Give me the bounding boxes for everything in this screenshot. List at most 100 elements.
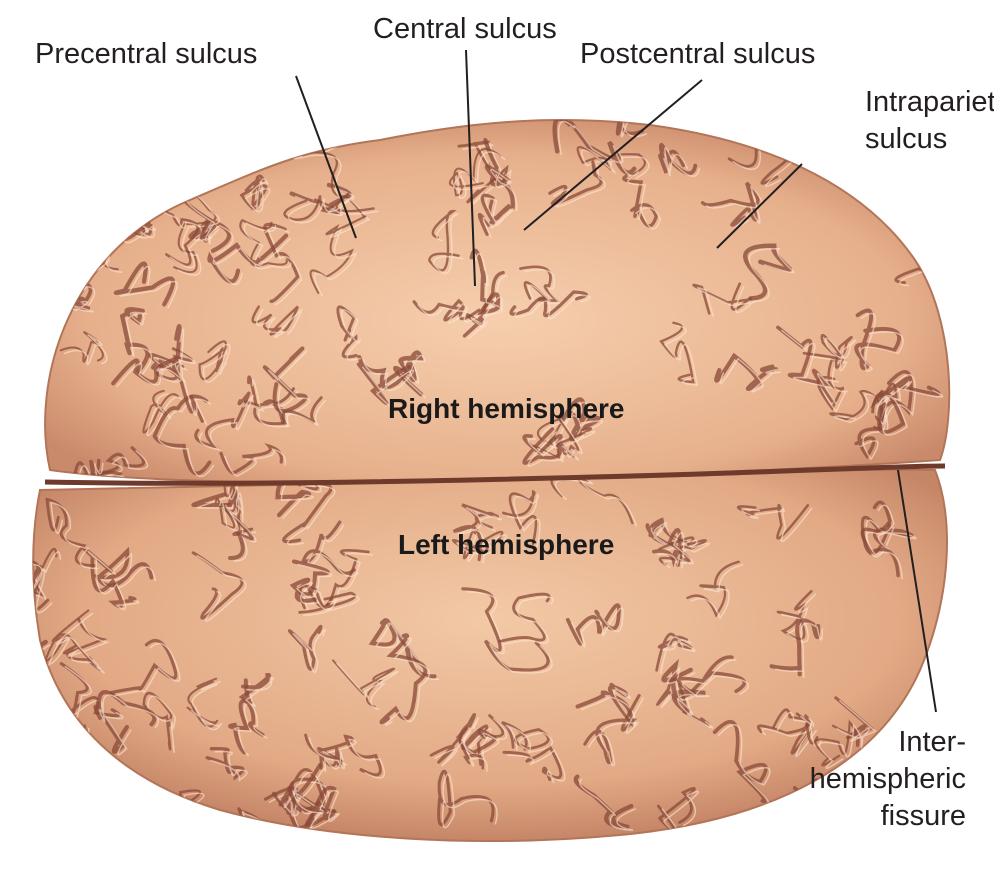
- gyrus-highlight: [161, 350, 197, 383]
- gyrus-highlight: [75, 450, 149, 483]
- sulcus-groove: [45, 202, 60, 259]
- gyrus-highlight: [210, 750, 248, 782]
- gyrus-highlight: [292, 628, 326, 673]
- gyrus-highlight: [696, 285, 756, 317]
- sulcus-groove: [820, 333, 853, 369]
- gyrus-highlight: [717, 724, 771, 805]
- leader-precentral: [295, 75, 357, 239]
- gyrus-highlight: [244, 178, 271, 213]
- sulcus-groove: [287, 785, 338, 828]
- gyrus-highlight: [482, 197, 515, 239]
- label-intraparietal-line2: sulcus: [865, 123, 948, 155]
- gyrus-highlight: [153, 356, 208, 425]
- sulcus-groove: [449, 147, 502, 197]
- gyrus-highlight: [659, 636, 696, 675]
- sulcus-groove: [70, 446, 145, 483]
- gyrus-highlight: [453, 151, 506, 199]
- gyrus-highlight: [146, 393, 183, 437]
- sulcus-groove: [309, 215, 367, 294]
- sulcus-groove: [56, 129, 102, 157]
- sulcus-groove: [59, 330, 104, 363]
- gyrus-highlight: [571, 607, 624, 648]
- gyrus-highlight: [839, 700, 877, 750]
- gyrus-highlight: [805, 796, 849, 835]
- gyrus-highlight: [268, 350, 311, 415]
- sulcus-groove: [33, 547, 58, 619]
- sulcus-groove: [802, 351, 845, 411]
- gyrus-highlight: [456, 532, 507, 563]
- gyrus-highlight: [682, 659, 750, 697]
- gyrus-highlight: [781, 593, 817, 643]
- gyrus-highlight: [268, 226, 303, 306]
- gyrus-highlight: [87, 462, 126, 483]
- sulcus-groove: [814, 719, 858, 767]
- leader-intraparietal: [716, 163, 803, 249]
- gyrus-highlight: [434, 730, 488, 772]
- sulcus-groove: [452, 503, 499, 562]
- gyrus-highlight: [878, 380, 944, 436]
- gyrus-highlight: [557, 121, 639, 177]
- sulcus-groove: [287, 624, 323, 671]
- right-hemisphere-shape: [44, 119, 951, 484]
- label-fissure-line2: hemispheric: [809, 763, 966, 795]
- sulcus-groove: [125, 120, 174, 144]
- gyrus-highlight: [196, 555, 247, 622]
- gyrus-highlight: [116, 328, 185, 388]
- sulcus-groove: [93, 690, 157, 754]
- leader-central: [465, 49, 476, 287]
- sulcus-groove: [769, 618, 821, 677]
- gyrus-highlight: [199, 394, 255, 451]
- gyrus-highlight: [61, 133, 105, 159]
- sulcus-groove: [54, 723, 87, 757]
- sulcus-groove: [120, 809, 194, 842]
- sulcus-groove: [82, 546, 137, 609]
- gyrus-highlight: [514, 294, 591, 320]
- gyrus-highlight: [218, 485, 240, 532]
- sulcus-groove: [305, 120, 349, 151]
- gyrus-highlight: [774, 622, 823, 678]
- gyrus-highlight: [650, 521, 693, 552]
- sulcus-groove: [76, 826, 108, 842]
- gyrus-highlight: [505, 724, 554, 754]
- label-precentral-sulcus: Precentral sulcus: [35, 38, 258, 70]
- gyrus-highlight: [70, 286, 96, 313]
- gyrus-highlight: [125, 813, 196, 842]
- sulcus-groove: [469, 248, 501, 316]
- gyrus-highlight: [58, 726, 90, 760]
- leader-lines: [295, 49, 937, 713]
- sulcus-groove: [776, 590, 813, 641]
- sulcus-groove: [501, 721, 550, 751]
- sulcus-groove: [113, 261, 176, 307]
- sulcus-groove: [228, 678, 254, 755]
- gyrus-highlight: [581, 149, 650, 179]
- gyrus-highlight: [899, 269, 950, 302]
- gyrus-highlight: [243, 222, 292, 270]
- sulcus-groove: [509, 290, 588, 318]
- label-left-hemisphere: Left hemisphere: [398, 529, 615, 560]
- gyrus-highlight: [45, 207, 62, 261]
- sulcus-groove: [743, 243, 793, 301]
- gyrus-highlight: [147, 695, 177, 753]
- gyrus-highlight: [98, 694, 160, 756]
- gyrus-highlight: [859, 312, 904, 373]
- sulcus-groove: [317, 734, 382, 777]
- sulcus-groove: [142, 389, 180, 434]
- gyrus-highlight: [212, 237, 291, 286]
- gyrus-highlight: [322, 738, 386, 779]
- sulcus-groove: [655, 632, 693, 672]
- gyrus-highlight: [224, 447, 287, 477]
- gyrus-highlight: [807, 355, 848, 413]
- sulcus-groove: [119, 307, 150, 373]
- gyrus-highlight: [818, 723, 861, 770]
- label-postcentral-sulcus: Postcentral sulcus: [580, 38, 816, 70]
- gyrus-highlight: [129, 120, 177, 147]
- sulcus-groove: [712, 720, 768, 804]
- sulcus-groove: [860, 500, 900, 578]
- gyrus-highlight: [503, 596, 554, 646]
- sulcus-groove: [756, 713, 814, 755]
- sulcus-groove: [379, 633, 428, 725]
- sulcus-groove: [437, 769, 495, 827]
- gyrus-highlight: [560, 418, 596, 461]
